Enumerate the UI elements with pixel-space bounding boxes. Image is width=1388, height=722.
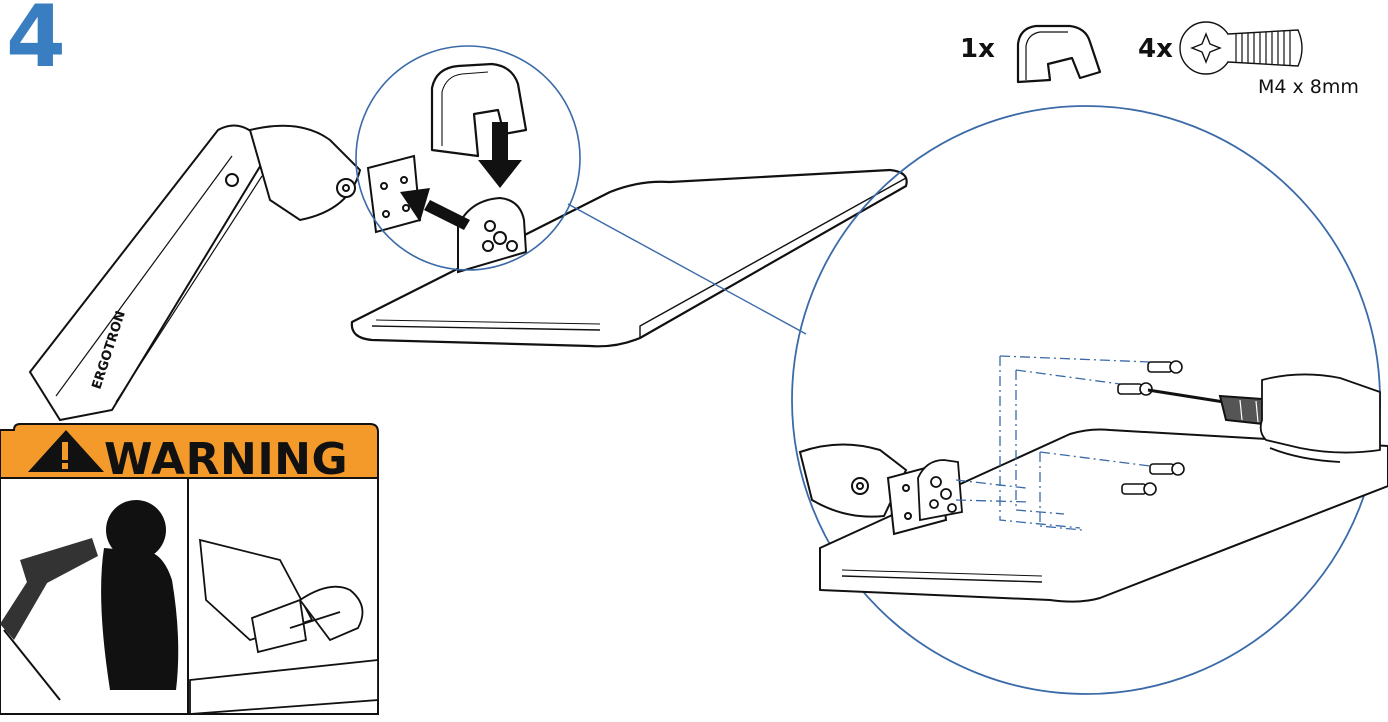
warning-triangle-icon (28, 430, 104, 472)
monitor-panel (350, 168, 908, 348)
callout-connector-1 (567, 203, 807, 335)
flat-head-screw-icon (1179, 21, 1303, 75)
monitor-arm (28, 124, 362, 422)
hand-holding-screwdriver (1259, 373, 1381, 463)
bracket-part (430, 62, 528, 158)
zoom-screws (1117, 360, 1185, 496)
zoom-vesa-mount (917, 459, 963, 522)
warning-pictogram-adjust (189, 538, 379, 715)
monitor-vesa-mount (457, 196, 528, 274)
screw-quantity: 4x (1138, 34, 1173, 64)
warning-pictogram-struck (0, 500, 179, 701)
push-down-arrow-icon (478, 122, 522, 188)
alignment-guides (955, 355, 1151, 531)
zoom-monitor-panel (819, 428, 1388, 603)
push-left-arrow-icon (400, 188, 470, 230)
bracket-part-icon (1016, 24, 1102, 84)
warning-panel (0, 423, 379, 715)
bracket-quantity: 1x (960, 34, 995, 64)
step-number: 4 (6, 0, 66, 87)
parts-list: 1x 4x M4 x 8mm (960, 20, 1380, 110)
warning-label: WARNING (104, 434, 349, 485)
screw-spec-label: M4 x 8mm (1258, 76, 1359, 98)
callout-circle-top (355, 45, 581, 271)
